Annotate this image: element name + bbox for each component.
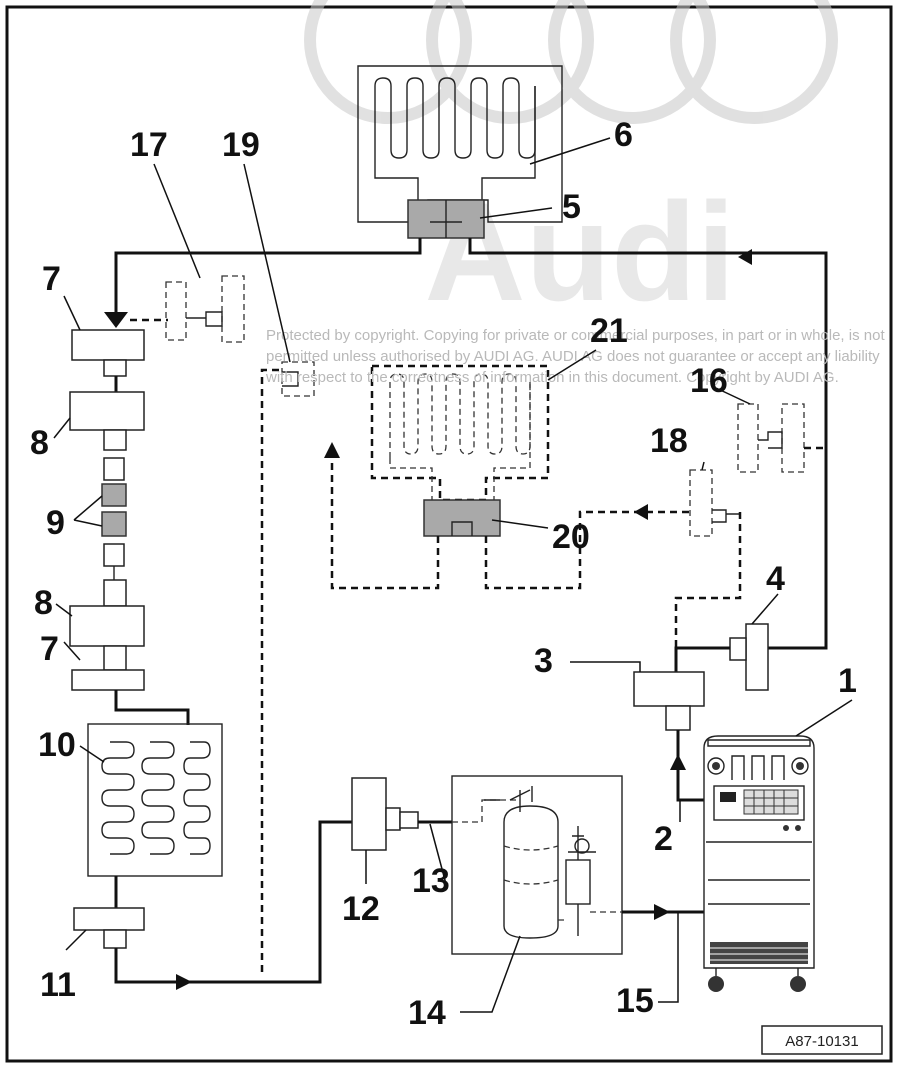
callout-18: 18 bbox=[650, 422, 688, 460]
callout-6: 6 bbox=[614, 116, 633, 154]
copyright-notice-line-2: permitted unless authorised by AUDI AG. … bbox=[266, 348, 880, 365]
line-bypass-19 bbox=[260, 368, 282, 972]
valve-16 bbox=[737, 403, 805, 473]
copyright-notice-line-1: Protected by copyright. Copying for priv… bbox=[266, 327, 885, 344]
callout-7-bottom: 7 bbox=[40, 630, 59, 668]
adapter-8-bottom bbox=[69, 579, 145, 647]
callout-7-top: 7 bbox=[42, 260, 61, 298]
expansion-valve-5 bbox=[407, 199, 485, 239]
line-20-left bbox=[330, 458, 440, 590]
callout-2: 2 bbox=[654, 820, 673, 858]
flow-arrow-15 bbox=[654, 904, 670, 920]
connector-11 bbox=[73, 907, 145, 949]
line-bottom-left bbox=[114, 820, 352, 984]
reference-code: A87-10131 bbox=[785, 1033, 858, 1050]
valve-17 bbox=[165, 275, 245, 343]
figure-border bbox=[5, 5, 893, 1063]
adapter-8-top bbox=[69, 391, 145, 451]
callout-17: 17 bbox=[130, 126, 168, 164]
callout-8-bottom: 8 bbox=[34, 584, 53, 622]
line-2 bbox=[676, 730, 704, 802]
callout-21: 21 bbox=[590, 312, 628, 350]
connector-7-top bbox=[71, 329, 145, 377]
callout-16: 16 bbox=[690, 362, 728, 400]
quick-coupler-9 bbox=[101, 457, 127, 567]
flow-arrow-21 bbox=[324, 442, 340, 458]
expansion-valve-20 bbox=[423, 499, 501, 537]
flow-arrow-18 bbox=[634, 504, 648, 520]
callout-14: 14 bbox=[408, 994, 446, 1032]
callout-15: 15 bbox=[616, 982, 654, 1020]
brand-watermark: Audi bbox=[304, 0, 838, 330]
line-suction-top bbox=[114, 238, 422, 312]
rear-evaporator-21 bbox=[370, 364, 550, 502]
callout-5: 5 bbox=[562, 188, 581, 226]
service-station-1 bbox=[703, 735, 815, 992]
flow-arrow-top bbox=[738, 249, 752, 265]
callout-8-top: 8 bbox=[30, 424, 49, 462]
flow-arrow-left bbox=[104, 312, 128, 328]
callout-leaders bbox=[53, 137, 853, 1013]
callout-19: 19 bbox=[222, 126, 260, 164]
adapter-3 bbox=[633, 671, 705, 731]
evaporator-6 bbox=[357, 65, 563, 223]
callout-4: 4 bbox=[766, 560, 785, 598]
charging-cylinder-14 bbox=[451, 775, 623, 955]
condenser-10 bbox=[87, 723, 223, 877]
brand-rings-watermark bbox=[304, 0, 838, 124]
valve-18 bbox=[689, 469, 740, 537]
coupler-12 bbox=[351, 777, 419, 851]
callout-3: 3 bbox=[534, 642, 553, 680]
flow-arrow-bottom bbox=[176, 974, 192, 990]
callout-20: 20 bbox=[552, 518, 590, 556]
callout-1: 1 bbox=[838, 662, 857, 700]
line-return-top bbox=[468, 238, 828, 650]
connector-4 bbox=[729, 623, 769, 691]
callout-10: 10 bbox=[38, 726, 76, 764]
flow-arrow-2 bbox=[670, 754, 686, 770]
line-18 bbox=[674, 512, 742, 672]
callout-12: 12 bbox=[342, 890, 380, 928]
reference-code-box: A87-10131 bbox=[761, 1025, 883, 1055]
line-20-right bbox=[484, 510, 690, 590]
connector-7-bottom bbox=[71, 645, 145, 691]
valve-19 bbox=[281, 361, 315, 397]
callout-9: 9 bbox=[46, 504, 65, 542]
callout-13: 13 bbox=[412, 862, 450, 900]
callout-11: 11 bbox=[40, 966, 76, 1004]
